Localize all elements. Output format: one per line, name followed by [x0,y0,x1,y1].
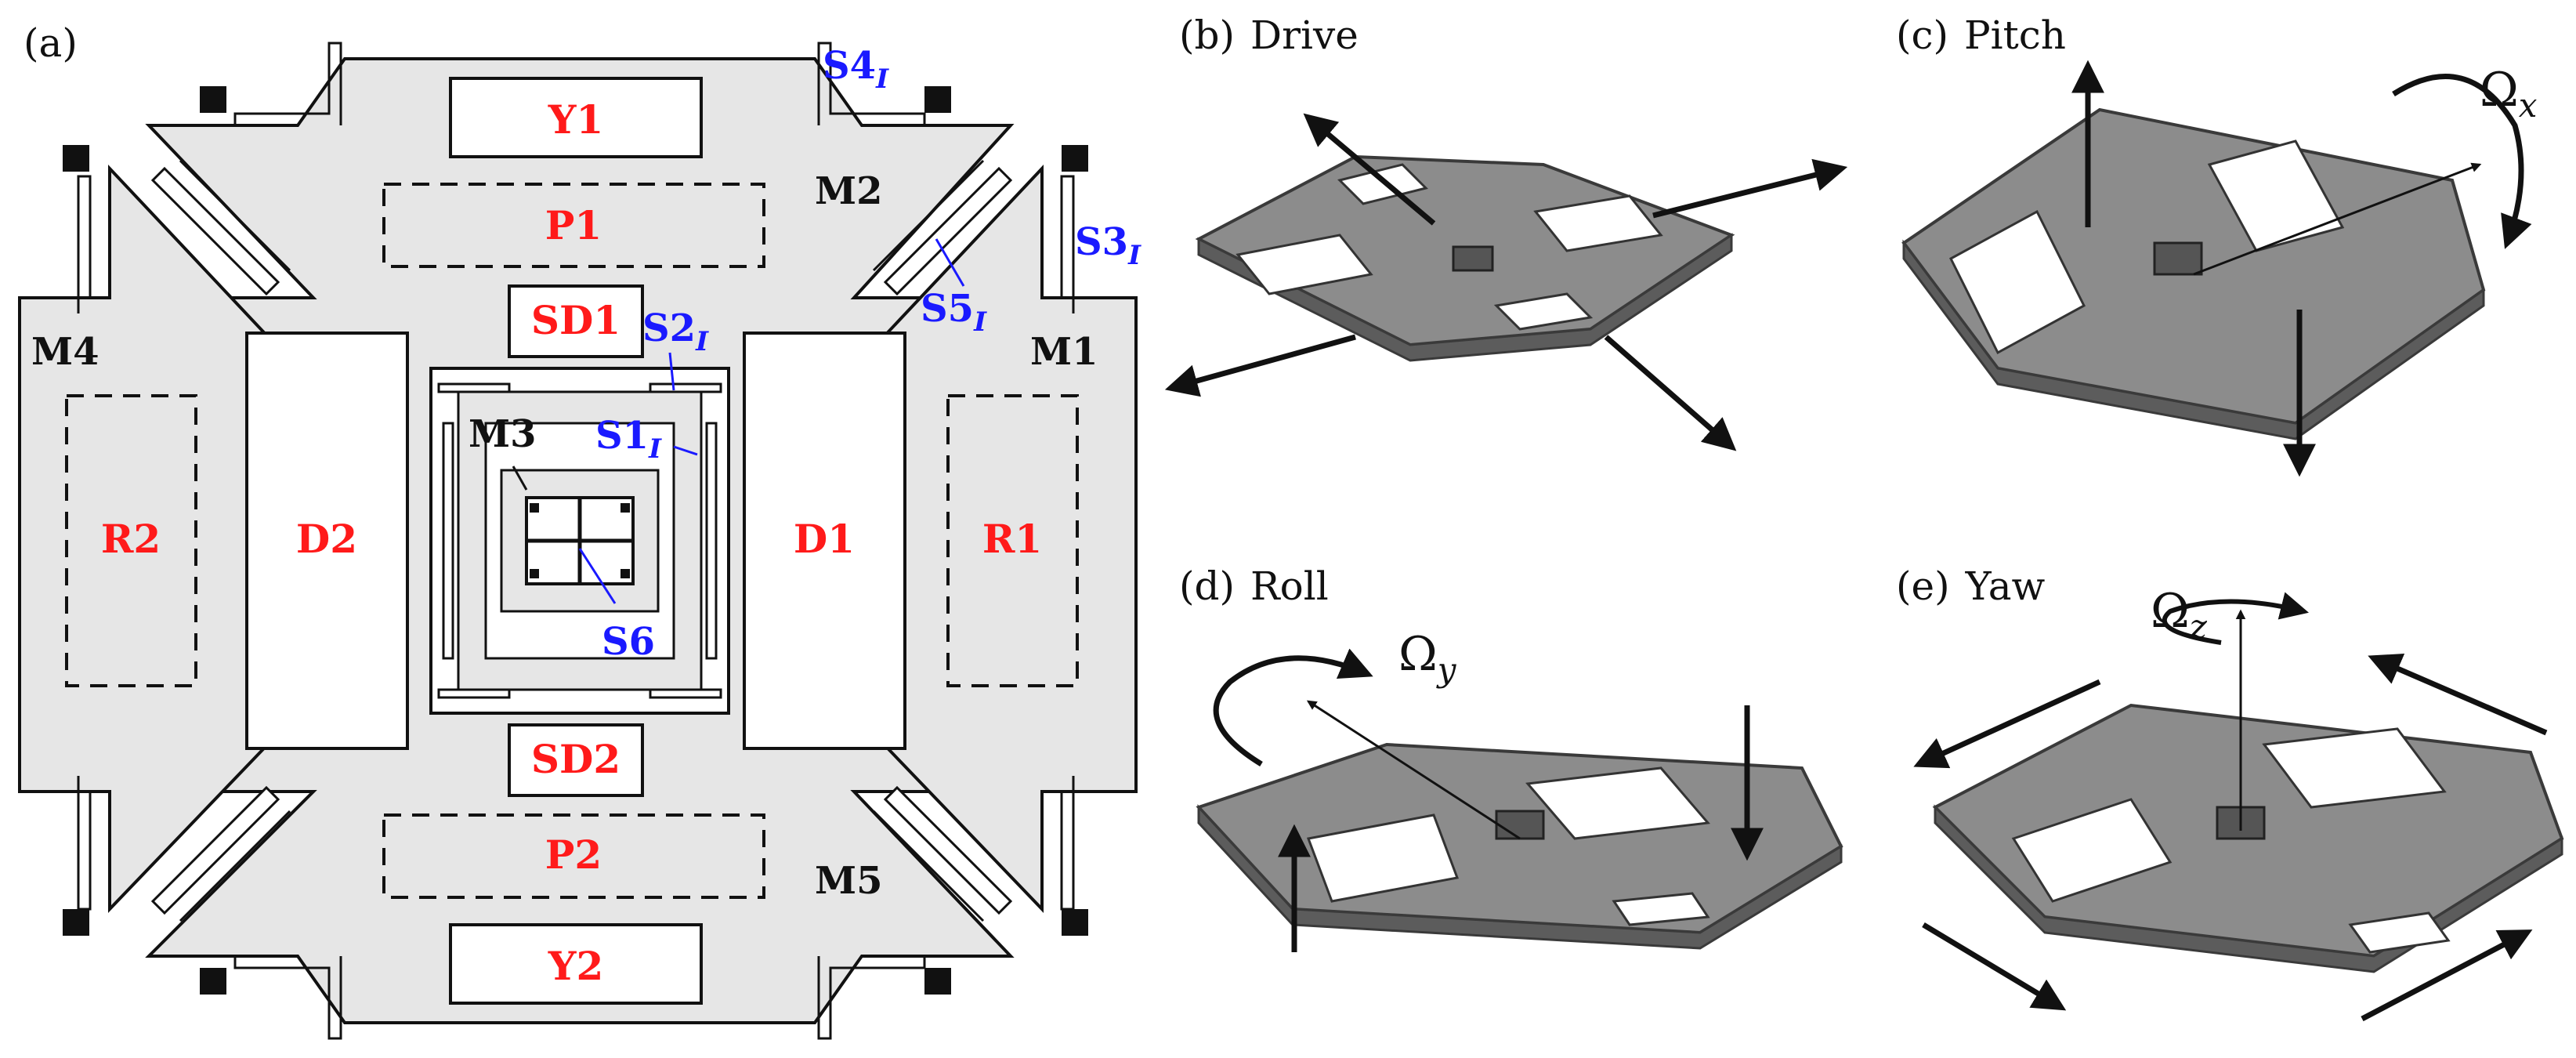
label-d1: D1 [794,516,855,562]
yaw-arrow-4 [2361,929,2533,1022]
spring-s2-bar-4 [649,688,722,699]
yaw-omega: Ωz [2151,584,2208,646]
panel-d: (d)Roll Ωy [1179,563,1843,952]
label-s1: S1I [595,414,662,465]
anchor-center-3 [530,569,539,578]
m3-leader [512,466,528,491]
electrode-p2 [382,813,765,899]
spring-s1-bar-2 [705,422,718,660]
label-s6: S6 [602,620,655,664]
label-sd1: SD1 [531,297,620,343]
label-m5: M5 [815,859,883,903]
drive-window-4 [1493,292,1594,331]
drive-window-2 [1533,194,1663,252]
electrode-d2 [245,332,409,750]
pitch-window-1 [1949,209,2086,355]
spring-s2-bar-2 [649,382,722,393]
label-y1: Y1 [548,96,603,143]
spring-s2-bar-3 [437,688,511,699]
label-m2: M2 [815,169,883,213]
anchor-center-1 [530,503,539,513]
spring-s5-group [150,159,1013,922]
yaw-arrow-3 [1922,922,2067,1011]
label-s2: S2I [642,306,709,357]
electrode-y2 [449,923,703,1005]
roll-rotation-arrow [1213,648,1373,766]
pitch-plate-edge [1902,239,2485,440]
panel-e-label: (e)Yaw [1896,563,2046,609]
anchor-center-2 [620,503,630,513]
panel-c: (c)Pitch Ωx [1896,13,2538,477]
yaw-arrow-1 [1913,679,2101,769]
roll-center [1495,810,1545,840]
roll-axis [1306,700,1521,840]
label-s4: S4I [823,44,889,95]
pitch-omega: Ωx [2480,63,2538,125]
drive-window-1 [1337,163,1428,205]
electrode-sd2 [508,723,644,797]
anchor-center-4 [620,569,630,578]
panel-b: (b)Drive [1164,13,1848,451]
label-s5: S5I [921,287,987,338]
drive-arrow-1 [1303,113,1436,226]
label-r2: R2 [101,516,161,562]
panel-a-label: (a) [24,20,78,66]
label-m4: M4 [31,330,99,374]
label-m3: M3 [469,412,537,456]
spring-s2-bar-1 [437,382,511,393]
electrode-sd1 [508,284,644,358]
spring-leaders [578,238,965,604]
roll-window-3 [1612,892,1710,926]
panel-b-label: (b)Drive [1179,13,1359,58]
drive-center [1452,245,1494,272]
panel-e: (e)Yaw Ωz [1896,563,2564,1022]
spring-s1-bar-1 [442,422,454,660]
panel-d-label: (d)Roll [1179,563,1329,609]
pitch-window-2 [2207,139,2345,252]
label-r1: R1 [982,516,1042,562]
label-sd2: SD2 [531,736,620,782]
yaw-window-3 [2348,911,2451,954]
mass-m3-body [457,390,703,691]
pitch-center [2153,241,2203,276]
electrode-r2 [65,394,197,687]
yaw-arrow-2 [2368,654,2548,736]
label-m1: M1 [1030,330,1098,374]
drive-arrow-2 [1652,158,1848,219]
corner-springs [77,42,1075,1040]
label-p2: P2 [545,832,602,878]
drive-arrow-4 [1604,335,1737,451]
pitch-rotation-arrow [2392,74,2532,249]
pitch-axis [2193,162,2482,276]
label-s3: S3I [1075,220,1141,271]
yaw-rotation-arrow [2162,592,2309,645]
electrode-p1 [382,183,765,268]
roll-window-2 [1525,766,1710,840]
electrode-d1 [743,332,906,750]
roll-window-1 [1306,813,1460,903]
yaw-plate-edge [1934,804,2563,973]
roll-omega: Ωy [1398,627,1457,689]
panel-c-label: (c)Pitch [1896,13,2066,58]
label-p1: P1 [545,202,602,248]
electrode-y1 [449,77,703,158]
drive-window-3 [1236,234,1373,295]
yaw-window-2 [2262,727,2447,809]
roll-plate-edge [1197,804,1843,950]
drive-arrow-3 [1164,334,1356,397]
label-y2: Y2 [548,943,603,989]
yaw-window-1 [2011,798,2173,903]
panel-a: (a) [18,20,1141,1040]
electrode-r1 [946,394,1079,687]
anchor-pads [63,86,1088,995]
label-d2: D2 [296,516,357,562]
